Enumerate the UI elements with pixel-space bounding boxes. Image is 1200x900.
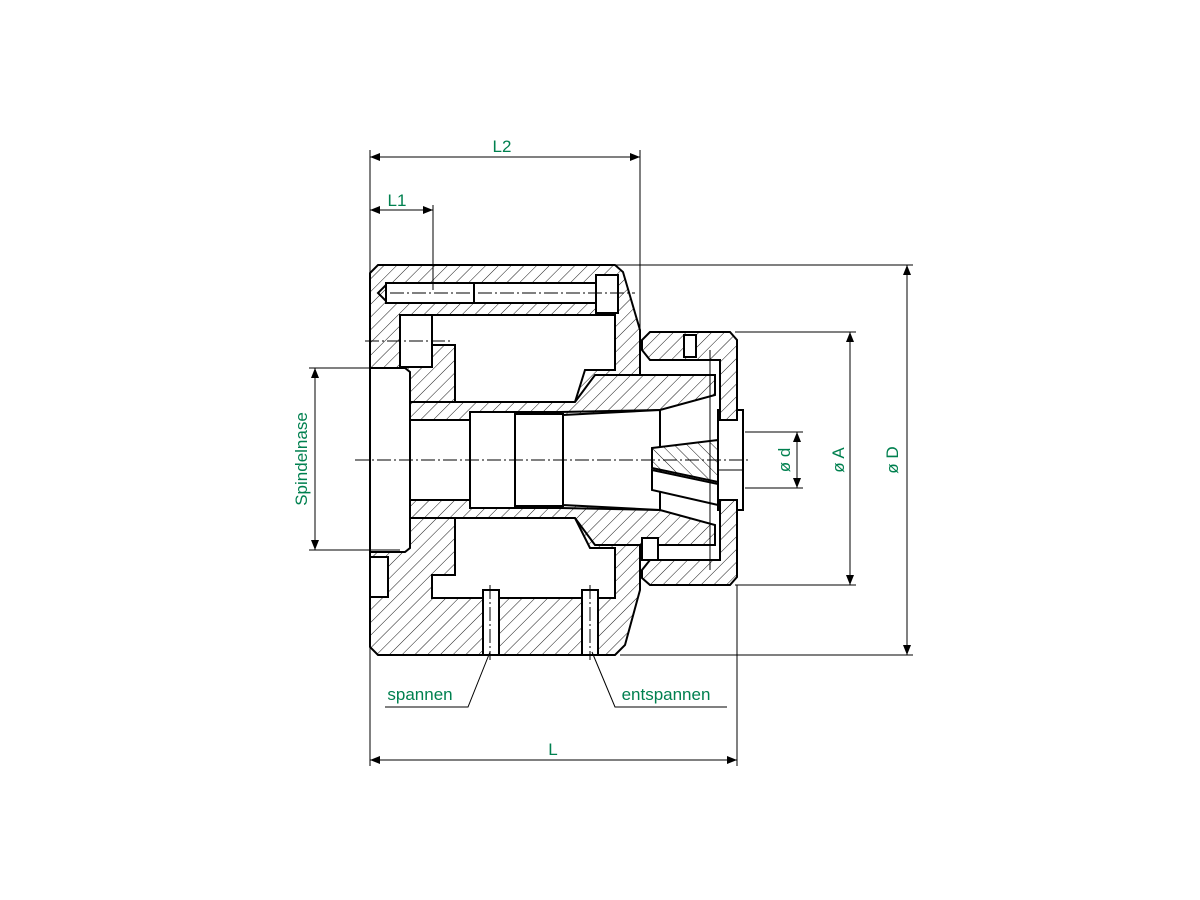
center-lines xyxy=(355,292,750,660)
dim-label-dia-A: ø A xyxy=(829,447,848,473)
dim-label-L: L xyxy=(548,740,557,759)
dimension-lines xyxy=(311,153,911,764)
dim-label-L1: L1 xyxy=(388,191,407,210)
label-entspannen: entspannen xyxy=(622,685,711,704)
dim-label-dia-d: ø d xyxy=(775,448,794,473)
clamping-nut xyxy=(641,331,738,586)
dim-label-spindelnase: Spindelnase xyxy=(292,412,311,506)
dim-label-L2: L2 xyxy=(493,137,512,156)
label-spannen: spannen xyxy=(387,685,452,704)
dim-label-dia-D: ø D xyxy=(883,446,902,473)
